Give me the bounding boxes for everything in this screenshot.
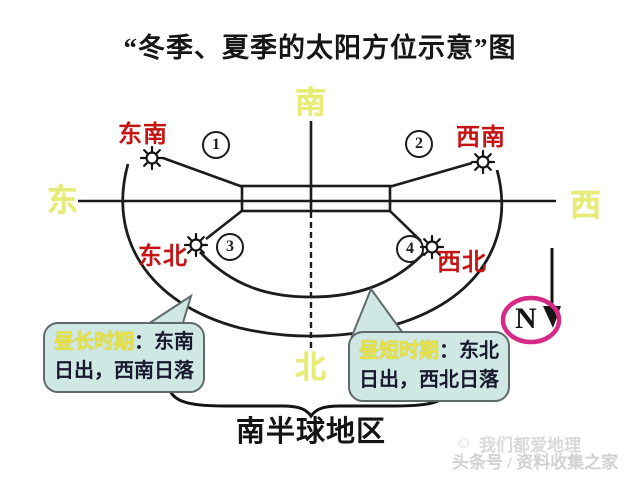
- ray-to-northeast-sun: [205, 208, 244, 241]
- circled-number-3: 3: [216, 233, 244, 261]
- short-day-callout-tail: [350, 286, 407, 337]
- sun-icon-southwest: [470, 149, 496, 175]
- short-day-sunrise-dir: 东北: [459, 340, 499, 362]
- ray-to-southeast-sun: [162, 156, 244, 189]
- summer-sun-path-arc: [121, 163, 504, 338]
- winter-sun-path-arc: [198, 251, 426, 299]
- direction-label-north: 北: [295, 350, 326, 385]
- direction-label-south: 南: [295, 85, 326, 120]
- sun-icon-southeast: [139, 145, 165, 171]
- long-day-colon: ：: [134, 331, 154, 353]
- smiley-icon: ☺: [455, 433, 473, 452]
- long-day-period-text: 昼长时期: [54, 331, 134, 353]
- direction-label-east: 东: [47, 183, 78, 218]
- circled-number-4: 4: [396, 235, 424, 263]
- region-brace: [166, 384, 454, 419]
- building-rectangle: [240, 184, 392, 213]
- region-label: 南半球地区: [235, 416, 386, 448]
- short-day-callout-line2: 日出，西北日落: [359, 369, 499, 391]
- short-day-colon: ：: [439, 340, 459, 362]
- sun-icon-northeast: [183, 232, 209, 258]
- diagram-title: “冬季、夏季的太阳方位示意”图: [123, 33, 517, 63]
- short-day-period-text: 昼短时期: [359, 340, 439, 362]
- short-day-callout-line1: 昼短时期：东北: [359, 337, 499, 366]
- circled-number-2: 2: [405, 130, 433, 158]
- north-marker-letter: N: [515, 302, 537, 335]
- direction-label-west: 西: [570, 188, 601, 223]
- long-day-callout-line2: 日出，西南日落: [54, 360, 194, 382]
- circled-number-1: 1: [202, 131, 230, 159]
- watermark-line1: 我们都爱地理: [479, 436, 581, 455]
- sun-label-northwest: 西北: [437, 250, 487, 276]
- sun-label-southwest: 西南: [456, 125, 506, 151]
- north-marker-ring: [500, 295, 562, 345]
- sun-label-northeast: 东北: [138, 244, 188, 270]
- long-day-sunrise-dir: 东南: [154, 331, 194, 353]
- ray-to-southwest-sun: [388, 161, 473, 189]
- long-day-callout: 昼长时期：东南 日出，西南日落: [43, 322, 205, 393]
- watermark-line2: 头条号 / 资料收集之家: [452, 453, 619, 472]
- long-day-callout-line1: 昼长时期：东南: [54, 328, 194, 357]
- short-day-callout: 昼短时期：东北 日出，西北日落: [348, 331, 510, 402]
- sun-label-southeast: 东南: [118, 122, 168, 148]
